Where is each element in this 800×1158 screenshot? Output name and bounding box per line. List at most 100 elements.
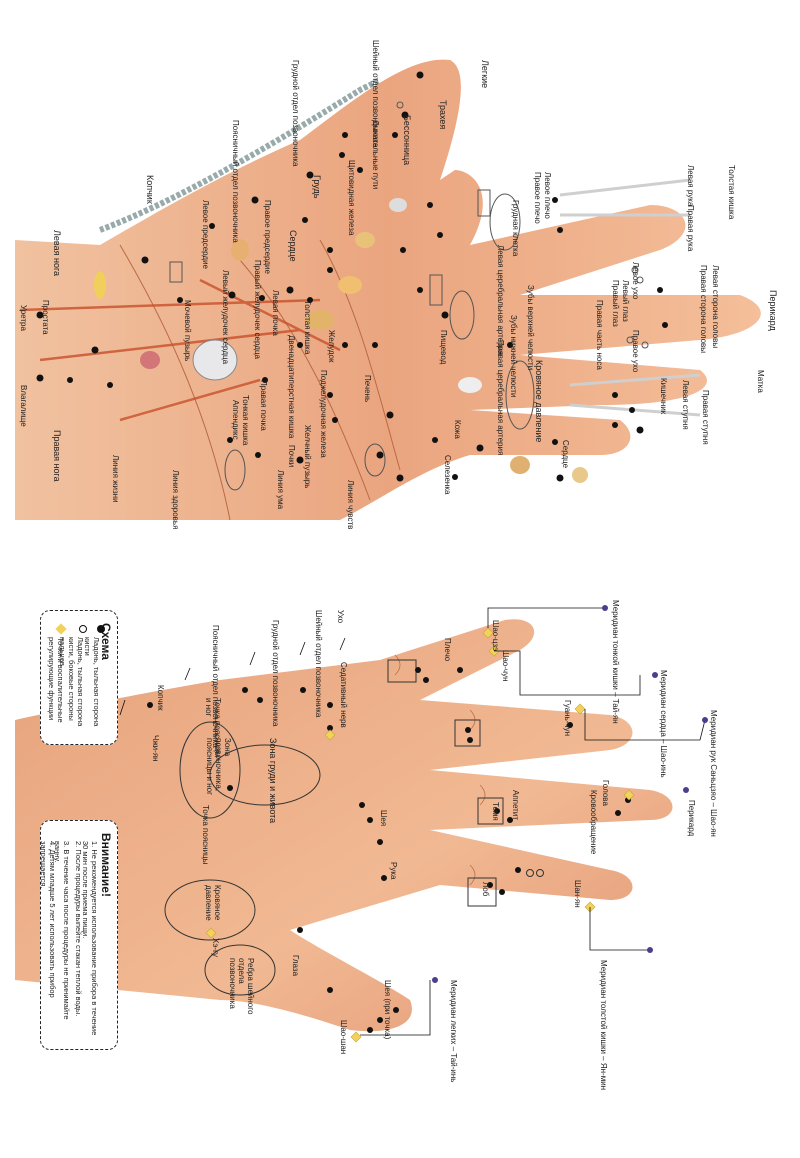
label-neck: Шея (379, 810, 388, 827)
label-vagina: Влагалище (19, 385, 28, 427)
hand-back-illustration (15, 605, 708, 1043)
label-right-leg: Правая нога (52, 430, 62, 482)
label-shan-yan: Шан-ян (573, 880, 582, 908)
label-meridian-small-intestine: Меридиан тонкой кишки – Тай-ян (611, 600, 620, 724)
label-spleen: Селезенка (443, 455, 452, 495)
zone-outlines (164, 659, 504, 996)
label-blood-pressure-back: Кровяное давление (204, 885, 222, 921)
spine-illustration (98, 77, 382, 233)
legend-item-1: Ладонь, тыльная сторона кисти (83, 637, 101, 727)
label-shao-chun: Шао-чун (501, 650, 510, 682)
label-colon: Толстая кишка (303, 300, 312, 355)
label-thyroid: Щитовидная железа (347, 160, 356, 236)
label-right-kidney: Правая почка (259, 380, 268, 431)
label-ear: Ухо (336, 610, 345, 624)
label-ribs-spine: Ребра шейного отдела позвоночника (228, 958, 255, 1015)
legend-diamond (55, 623, 67, 635)
label-coccyx-back: Копчик (156, 685, 165, 711)
meridian-lines (360, 607, 706, 1036)
label-meridian-hand: Меридиан рук Саньцзяо – Шао-ян (709, 710, 718, 837)
hand-back-shape (15, 619, 673, 1032)
palm-diagram: Легкие Трахея Бессонница Шейный отдел по… (0, 0, 800, 540)
label-shao-shan: Шао-шан (339, 1020, 348, 1055)
label-right-atrium: Правое предсердие (263, 200, 272, 274)
label-right-cerebral-artery: Правая церебральная артерия (496, 340, 505, 456)
label-cervical-spine-back: Шейный отдел позвоночника (314, 610, 323, 718)
warning-box: Внимание! 1. Не рекомендуется использова… (40, 820, 118, 1050)
label-chun-jin: Чжи-ян (151, 735, 160, 762)
label-meridian-large-intestine: Меридиан толстой кишки – Ян-мин (599, 960, 608, 1090)
label-head: Голова (601, 780, 610, 806)
label-blood-circulation: Кровообращение (589, 790, 598, 855)
palm-points (36, 71, 668, 482)
label-appetite: Аппетит (511, 790, 520, 820)
label-right-arm: Правая рука (686, 205, 695, 252)
palm-shape (15, 59, 761, 521)
label-shoulder: Плечо (443, 638, 452, 662)
legend-item-3: Точки и воспалительные регулирующие функ… (47, 637, 65, 723)
warning-item-1: 1. Не рекомендуется использование прибор… (81, 841, 99, 1036)
label-breast: Грудь (312, 175, 322, 199)
label-heart-finger: Сердце (561, 440, 570, 469)
label-he-gu: Хэ-гу (211, 938, 220, 957)
label-left-head: Левая сторона головы (711, 265, 720, 349)
label-esophagus: Пищевод (439, 330, 448, 365)
label-left-shoulder: Левое плечо (543, 172, 552, 219)
label-kidneys: Почки (287, 445, 296, 468)
label-left-ear: Левое ухо (631, 262, 640, 300)
label-left-foot: Левая ступня (681, 380, 690, 430)
label-insomnia: Бессонница (402, 115, 412, 166)
warning-item-4: 4. Детям младше 5 лет использовать прибо… (40, 841, 57, 998)
label-upper-jaw: Зубы верхней челюсти (526, 285, 535, 371)
label-chest: Грудная клетка (511, 200, 520, 257)
label-prostate: Простата (41, 300, 50, 335)
label-pericardium-back: Перикард (687, 800, 696, 837)
label-health-line: Линия здоровья (171, 470, 180, 530)
label-left-eye: Левый глаз (621, 280, 630, 322)
label-large-intestine: Толстая кишка (727, 165, 736, 220)
palm-illustration (15, 59, 761, 521)
label-duodenum: Двенадцатиперстная кишка (287, 335, 296, 439)
label-forehead: Лоб (481, 882, 490, 897)
label-small-intestine: Тонкая кишка (241, 395, 250, 446)
organ-illustrations (94, 198, 588, 483)
label-eyes: Глаза (291, 955, 300, 977)
label-point-waist2: Точка поясницы (201, 805, 210, 865)
label-left-arm: Левая рука (686, 165, 695, 207)
label-blood-pressure: Кровяное давление (534, 360, 544, 443)
warning-title: Внимание! (99, 833, 113, 897)
label-gallbladder: Желчный пузырь (303, 425, 312, 489)
label-sedative-nerve: Седативный нерв (339, 662, 348, 728)
legend-box: Схема Ладонь, тыльная сторона кисти Ладо… (40, 610, 118, 745)
label-trachea: Трахея (438, 100, 448, 130)
label-right-shoulder: Правое плечо (533, 172, 542, 224)
legend-black-dot (97, 625, 105, 633)
label-right-eye: Правый глаз (611, 280, 620, 327)
label-right-ear: Правое ухо (631, 330, 640, 373)
label-appendix: Аппендикс (231, 400, 240, 440)
label-thoracic-spine-back: Грудной отдел позвоночника (271, 620, 280, 727)
label-right-head: Правая сторона головы (699, 265, 708, 354)
label-stomach: Желудок (327, 330, 336, 363)
label-point-waist: Точка поясницы и ног (204, 698, 222, 758)
label-lower-jaw: Зубы нижней челюсти (509, 315, 518, 398)
label-thoracic-spine: Грудной отдел позвоночника (291, 60, 300, 167)
label-heart: Сердце (288, 230, 298, 262)
legend-hollow-dot (79, 625, 87, 633)
label-mind-line: Линия ума (276, 470, 285, 510)
label-airways: Дыхательные пути (371, 120, 380, 190)
label-zone-chest: Зона груди и живота (268, 738, 278, 824)
label-left-kidney: Левая почка (271, 290, 280, 336)
label-arm: Рука (389, 862, 398, 880)
label-feelings-line: Линия чувств (346, 480, 355, 530)
warning-item-2: 2. После процедуры выпейте стакан теплой… (74, 841, 83, 1017)
label-life-line: Линия жизни (111, 455, 120, 503)
label-pancreas: Поджелудочная железа (319, 370, 328, 458)
label-urethra: Уретра (19, 305, 28, 331)
label-meridian-lungs: Меридиан легких – Тай-инь (449, 980, 458, 1083)
label-guan-chun: Гуань-чун (563, 700, 572, 736)
hand-back-points (147, 667, 631, 1033)
label-left-cerebral-artery: Левая церебральная артерия (496, 245, 505, 356)
label-meridian-heart: Меридиан сердца – Шао-инь (659, 670, 668, 778)
label-lumbar-spine: Поясничный отдел позвоночника (231, 120, 240, 243)
